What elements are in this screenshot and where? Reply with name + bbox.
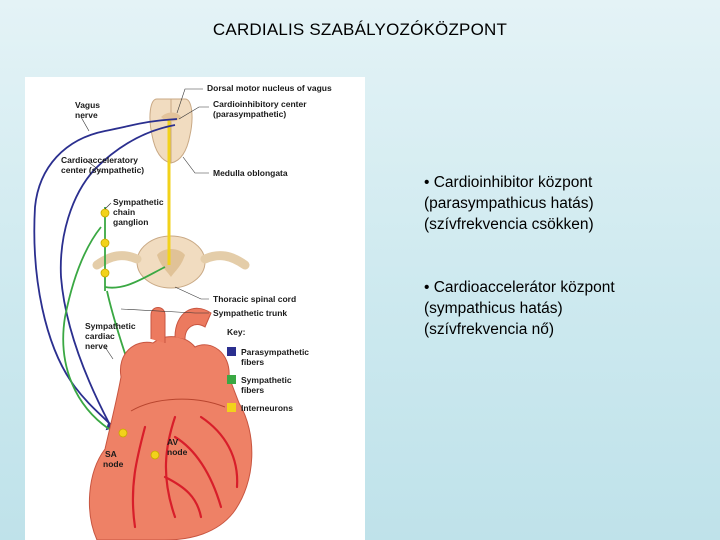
bullet-cardioaccelerator: • Cardioaccelerátor központ (sympathicus… <box>424 277 704 340</box>
sympathetic-chain-ganglia <box>100 208 110 278</box>
key-label-parasympathetic-line2: fibers <box>241 357 264 367</box>
label-av-node-line1: AV <box>167 437 179 447</box>
medulla-oblongata <box>149 98 193 164</box>
bullet-cardioinhibitor: • Cardioinhibitor központ (parasympathic… <box>424 172 704 235</box>
key-swatch-sympathetic <box>227 375 236 384</box>
label-sympathetic-trunk: Sympathetic trunk <box>213 308 287 318</box>
diagram-key: Key: Parasympathetic fibers Sympathetic … <box>227 327 309 413</box>
bullet-line: (szívfrekvencia csökken) <box>424 216 594 233</box>
label-sympathetic-cardiac-line3: nerve <box>85 341 108 351</box>
label-av-node-line2: node <box>167 447 188 457</box>
label-cardioacceleratory-line2: center (sympathetic) <box>61 165 144 175</box>
label-pointers <box>80 88 209 360</box>
key-label-sympathetic-line2: fibers <box>241 385 264 395</box>
label-sympathetic-chain-line1: Sympathetic <box>113 197 164 207</box>
bullet-line: • Cardioinhibitor központ <box>424 174 593 191</box>
label-cardioacceleratory-line1: Cardioacceleratory <box>61 155 138 165</box>
key-title: Key: <box>227 327 246 337</box>
label-medulla-oblongata: Medulla oblongata <box>213 168 288 178</box>
label-sympathetic-cardiac-line2: cardiac <box>85 331 115 341</box>
label-vagus-nerve-line1: Vagus <box>75 100 100 110</box>
bullet-line: (parasympathicus hatás) <box>424 195 594 212</box>
diagram-drawing: Dorsal motor nucleus of vagus Vagus nerv… <box>33 83 332 540</box>
label-cardioinhibitory-line2: (parasympathetic) <box>213 109 286 119</box>
bullet-line: (szívfrekvencia nő) <box>424 321 555 338</box>
page-title: CARDIALIS SZABÁLYOZÓKÖZPONT <box>212 20 508 39</box>
heart <box>88 307 253 540</box>
cardiac-control-diagram: Dorsal motor nucleus of vagus Vagus nerv… <box>25 77 365 540</box>
label-sa-node-line1: SA <box>105 449 117 459</box>
bullet-line: (sympathicus hatás) <box>424 300 563 317</box>
conduction-nodes <box>118 428 160 460</box>
label-dorsal-motor-nucleus: Dorsal motor nucleus of vagus <box>207 83 332 93</box>
bullet-line: • Cardioaccelerátor központ <box>424 279 615 296</box>
coronary-vessels <box>131 415 239 529</box>
label-sympathetic-cardiac-line1: Sympathetic <box>85 321 136 331</box>
thoracic-spinal-cord <box>92 235 250 289</box>
label-sa-node-line2: node <box>103 459 124 469</box>
key-label-sympathetic-line1: Sympathetic <box>241 375 292 385</box>
label-cardioinhibitory-line1: Cardioinhibitory center <box>213 99 307 109</box>
label-vagus-nerve-line2: nerve <box>75 110 98 120</box>
key-swatch-parasympathetic <box>227 347 236 356</box>
key-label-interneurons: Interneurons <box>241 403 293 413</box>
bullet-list: • Cardioinhibitor központ (parasympathic… <box>424 172 704 382</box>
key-label-parasympathetic-line1: Parasympathetic <box>241 347 309 357</box>
label-thoracic-spinal-cord: Thoracic spinal cord <box>213 294 296 304</box>
label-sympathetic-chain-line2: chain <box>113 207 135 217</box>
key-swatch-interneurons <box>227 403 236 412</box>
label-sympathetic-chain-line3: ganglion <box>113 217 148 227</box>
